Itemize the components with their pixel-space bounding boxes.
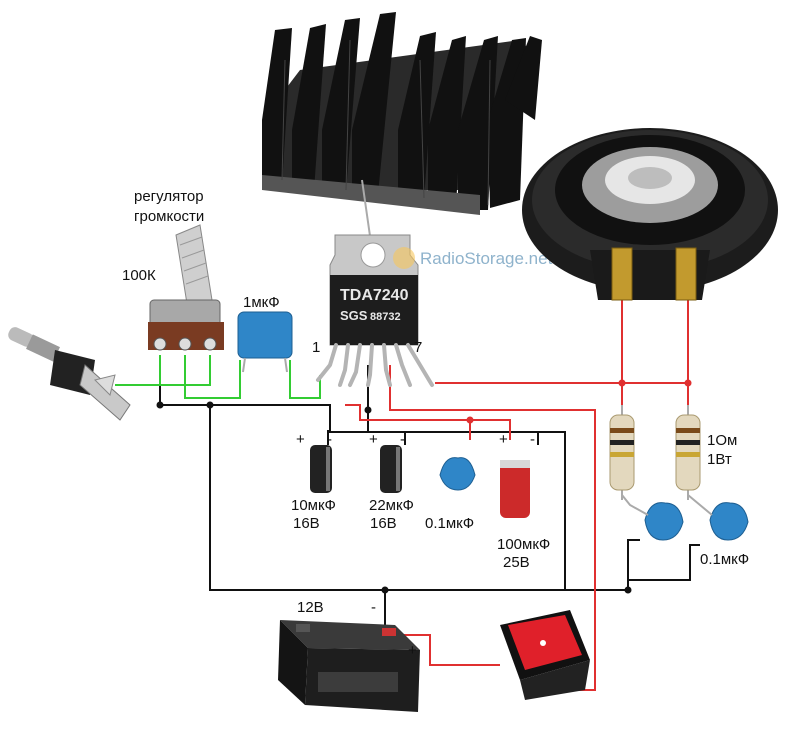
cap1-voltage: 16В bbox=[293, 515, 320, 532]
cap1-value: 10мкФ bbox=[291, 497, 336, 514]
cap2-plus: + bbox=[369, 431, 378, 448]
zobel-caps bbox=[644, 502, 749, 541]
cap1-minus: - bbox=[327, 431, 332, 448]
zobel-cap-value: 0.1мкФ bbox=[700, 551, 749, 568]
labels: регулятор громкости 100К 1мкФ 1 7 + - + … bbox=[122, 188, 749, 659]
cap-0-1uf-film bbox=[439, 457, 476, 491]
cap-10uf bbox=[310, 445, 332, 493]
heatsink bbox=[262, 12, 542, 251]
speaker bbox=[522, 128, 778, 301]
watermark-text: RadioStorage.net bbox=[420, 249, 553, 268]
battery bbox=[278, 620, 420, 712]
cap3-value: 0.1мкФ bbox=[425, 515, 474, 532]
watermark: RadioStorage.net bbox=[393, 247, 553, 269]
chip-code: 88732 bbox=[370, 311, 401, 323]
input-cap-label: 1мкФ bbox=[243, 294, 280, 311]
pin-1-label: 1 bbox=[312, 339, 320, 356]
signal-wires bbox=[115, 355, 321, 399]
battery-voltage: 12В bbox=[297, 599, 324, 616]
junction-dots bbox=[466, 379, 692, 424]
battery-plus: + bbox=[408, 642, 417, 659]
cap4-value: 100мкФ bbox=[497, 536, 550, 553]
cap2-value: 22мкФ bbox=[369, 497, 414, 514]
cap2-voltage: 16В bbox=[370, 515, 397, 532]
ground-wires bbox=[159, 355, 700, 625]
volume-label-line1: регулятор bbox=[134, 188, 204, 205]
input-film-capacitor bbox=[237, 311, 293, 373]
pin-7-label: 7 bbox=[414, 339, 422, 356]
battery-minus: - bbox=[371, 599, 376, 616]
audio-jack bbox=[8, 327, 131, 421]
chip-part-number: TDA7240 bbox=[340, 287, 409, 304]
chip-brand: SGS bbox=[340, 308, 368, 323]
ground-dots bbox=[156, 401, 632, 594]
volume-label-line2: громкости bbox=[134, 208, 204, 225]
resistor-value: 1Ом bbox=[707, 432, 737, 449]
cap1-plus: + bbox=[296, 431, 305, 448]
cap4-voltage: 25В bbox=[503, 554, 530, 571]
potentiometer bbox=[148, 224, 224, 351]
cap2-minus: - bbox=[400, 431, 405, 448]
resistor-power: 1Вт bbox=[707, 451, 732, 468]
power-switch bbox=[500, 610, 590, 700]
cap4-plus: + bbox=[499, 431, 508, 448]
cap-22uf bbox=[380, 445, 402, 493]
cap4-minus: - bbox=[530, 431, 535, 448]
pot-value-label: 100К bbox=[122, 267, 156, 284]
cap-100uf bbox=[500, 460, 530, 518]
resistor-1 bbox=[609, 405, 635, 500]
resistor-2 bbox=[675, 405, 701, 500]
